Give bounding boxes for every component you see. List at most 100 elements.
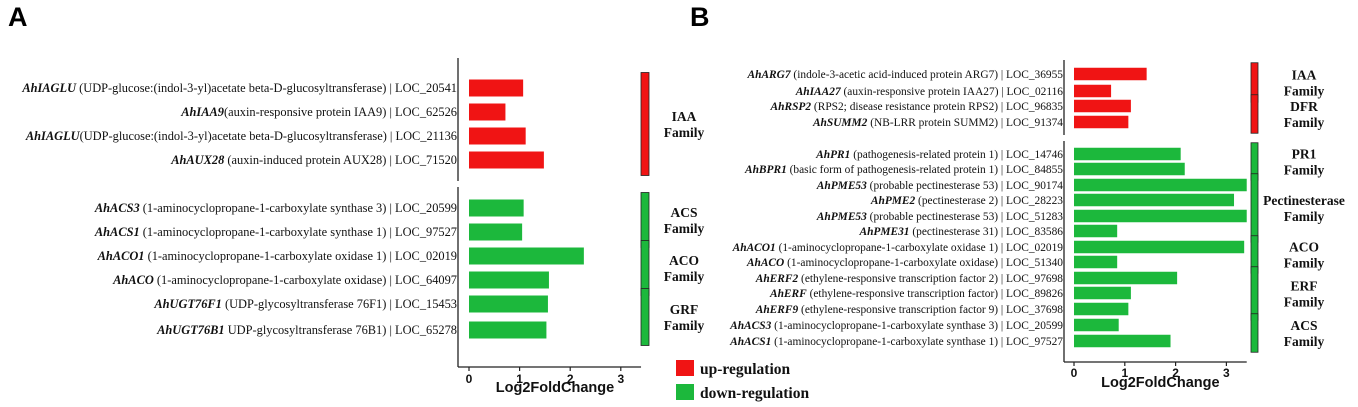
gene-label: AhRSP2 (RPS2; disease resistance protein… xyxy=(770,101,1064,113)
gene-label: AhERF (ethylene-responsive transcription… xyxy=(769,288,1063,300)
gene-symbol: AhERF xyxy=(769,288,807,300)
family-label-line2: Family xyxy=(1284,209,1325,224)
gene-label: AhUGT76F1 (UDP-glycosyltransferase 76F1)… xyxy=(153,297,457,311)
gene-description: (auxin-induced protein AUX28) | LOC_7152… xyxy=(224,153,457,167)
family-label-line1: Pectinesterase xyxy=(1263,193,1345,208)
legend-swatch-down xyxy=(676,384,694,400)
gene-description: (ethylene-responsive transcription facto… xyxy=(798,304,1063,316)
family-label-line2: Family xyxy=(664,318,705,333)
family-label-line1: PR1 xyxy=(1292,147,1317,162)
family-label-line2: Family xyxy=(1284,163,1325,178)
x-axis-label: Log2FoldChange xyxy=(496,380,614,396)
gene-label: AhACO1 (1-aminocyclopropane-1-carboxylat… xyxy=(732,242,1064,254)
gene-description: (basic form of pathogenesis-related prot… xyxy=(787,164,1064,176)
bar-AhPME31 xyxy=(1074,224,1118,238)
gene-description: (RPS2; disease resistance protein RPS2) … xyxy=(811,101,1063,113)
gene-label: AhACS1 (1-aminocyclopropane-1-carboxylat… xyxy=(94,225,457,239)
gene-description: (pathogenesis-related protein 1) | LOC_1… xyxy=(850,149,1063,161)
family-label-line2: Family xyxy=(664,125,705,140)
gene-symbol: AhBPR1 xyxy=(744,164,787,176)
family-label-line1: ACS xyxy=(1290,318,1317,333)
family-label-line2: Family xyxy=(664,269,705,284)
family-label-line1: ACS xyxy=(670,205,697,220)
family-label-line1: ACO xyxy=(1289,240,1319,255)
bar-AhIAA9 xyxy=(469,103,506,121)
gene-label: AhIAGLU (UDP-glucose:(indol-3-yl)acetate… xyxy=(21,81,457,95)
gene-label: AhPME31 (pectinesterase 31) | LOC_83586 xyxy=(859,226,1064,238)
gene-symbol: AhIAA9 xyxy=(180,105,224,119)
gene-label: AhACO (1-aminocyclopropane-1-carboxylate… xyxy=(746,257,1063,269)
gene-label: AhSUMM2 (NB-LRR protein SUMM2) | LOC_913… xyxy=(812,117,1063,129)
bar-AhACO1 xyxy=(469,247,584,265)
gene-symbol: AhACO1 xyxy=(732,242,776,254)
gene-label: AhERF2 (ethylene-responsive transcriptio… xyxy=(755,273,1064,285)
bar-AhRSP2 xyxy=(1074,99,1131,113)
family-label-line1: DFR xyxy=(1290,99,1318,114)
gene-label: AhACO (1-aminocyclopropane-1-carboxylate… xyxy=(112,273,457,287)
bar-AhPME2 xyxy=(1074,193,1235,207)
gene-label: AhACO1 (1-aminocyclopropane-1-carboxylat… xyxy=(97,249,457,263)
bar-AhUGT76B1 xyxy=(469,321,547,339)
gene-symbol: AhACS3 xyxy=(94,201,140,215)
gene-description: (UDP-glycosyltransferase 76F1) | LOC_154… xyxy=(222,297,457,311)
legend-swatch-up xyxy=(676,360,694,376)
family-bracket xyxy=(1250,266,1259,321)
gene-label: AhIAA27 (auxin-responsive protein IAA27)… xyxy=(795,86,1064,98)
gene-description: (UDP-glucose:(indol-3-yl)acetate beta-D-… xyxy=(80,129,457,143)
gene-description: (ethylene-responsive transcription facto… xyxy=(807,288,1064,300)
gene-description: UDP-glycosyltransferase 76B1) | LOC_6527… xyxy=(225,323,457,337)
gene-description: (NB-LRR protein SUMM2) | LOC_91374 xyxy=(867,117,1063,129)
gene-symbol: AhIAGLU xyxy=(25,129,81,143)
x-tick-label: 1 xyxy=(1121,366,1128,380)
bar-AhACO xyxy=(1074,255,1118,269)
x-tick-label: 2 xyxy=(1172,366,1179,380)
gene-description: (1-aminocyclopropane-1-carboxylate oxida… xyxy=(784,257,1063,269)
bar-AhERF xyxy=(1074,286,1131,300)
bar-AhACS1 xyxy=(469,223,523,241)
gene-label: AhBPR1 (basic form of pathogenesis-relat… xyxy=(744,164,1063,176)
family-bracket xyxy=(640,240,650,296)
bar-AhACS1 xyxy=(1074,334,1171,348)
bar-AhACS3 xyxy=(469,199,524,217)
gene-description: (probable pectinesterase 53) | LOC_90174 xyxy=(867,180,1063,192)
bar-AhACO1 xyxy=(1074,240,1245,254)
gene-description: (1-aminocyclopropane-1-carboxylate oxida… xyxy=(145,249,458,263)
gene-description: (1-aminocyclopropane-1-carboxylate synth… xyxy=(140,225,457,239)
gene-description: (1-aminocyclopropane-1-carboxylate oxida… xyxy=(776,242,1064,254)
family-bracket xyxy=(1250,173,1259,243)
gene-label: AhACS3 (1-aminocyclopropane-1-carboxylat… xyxy=(94,201,457,215)
family-label-line1: ACO xyxy=(669,253,699,268)
x-tick-label: 2 xyxy=(567,372,574,386)
gene-symbol: AhSUMM2 xyxy=(812,117,868,129)
gene-description: (1-aminocyclopropane-1-carboxylate synth… xyxy=(771,320,1063,332)
bar-AhAUX28 xyxy=(469,151,544,169)
gene-label: AhUGT76B1 UDP-glycosyltransferase 76B1) … xyxy=(156,323,457,337)
legend-label-down: down-regulation xyxy=(700,385,809,402)
family-label-line1: IAA xyxy=(1292,68,1317,83)
gene-label: AhARG7 (indole-3-acetic acid-induced pro… xyxy=(747,69,1064,81)
x-tick-label: 3 xyxy=(1223,366,1230,380)
gene-description: (auxin-responsive protein IAA9) | LOC_62… xyxy=(224,105,457,119)
bar-AhUGT76F1 xyxy=(469,295,548,313)
family-bracket xyxy=(640,192,650,248)
family-bracket xyxy=(640,288,650,346)
gene-description: (1-aminocyclopropane-1-carboxylate synth… xyxy=(140,201,457,215)
gene-symbol: AhPR1 xyxy=(815,149,850,161)
bar-AhIAGLU xyxy=(469,127,526,145)
bar-AhIAA27 xyxy=(1074,84,1112,98)
gene-label: AhPR1 (pathogenesis-related protein 1) |… xyxy=(815,149,1063,161)
gene-symbol: AhPME53 xyxy=(816,180,867,192)
bar-AhPME53 xyxy=(1074,209,1247,223)
gene-description: (1-aminocyclopropane-1-carboxylate synth… xyxy=(771,336,1063,348)
gene-description: (ethylene-responsive transcription facto… xyxy=(798,273,1063,285)
gene-symbol: AhUGT76B1 xyxy=(156,323,224,337)
panel-label: B xyxy=(690,2,710,32)
gene-label: AhACS1 (1-aminocyclopropane-1-carboxylat… xyxy=(729,336,1063,348)
family-label-line1: GRF xyxy=(670,302,699,317)
gene-symbol: AhACO1 xyxy=(97,249,145,263)
gene-symbol: AhIAGLU xyxy=(21,81,77,95)
gene-symbol: AhPME53 xyxy=(816,211,867,223)
gene-symbol: AhACS1 xyxy=(94,225,140,239)
